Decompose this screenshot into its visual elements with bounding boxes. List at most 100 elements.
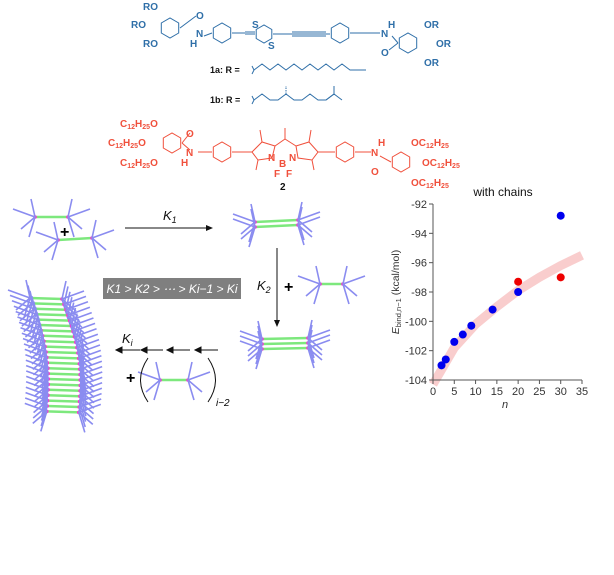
or-group: OR <box>424 58 440 69</box>
benzene-ring <box>398 32 418 54</box>
alkyl-chain <box>187 371 211 381</box>
x-tick-label: 25 <box>533 386 545 398</box>
monomer-model <box>24 393 102 433</box>
alkyl-chain <box>79 361 86 381</box>
core-rod <box>47 361 80 366</box>
stepwise-arrows <box>114 346 218 354</box>
x-tick-label: 30 <box>555 386 567 398</box>
alkyl-chain <box>11 300 35 310</box>
plus-sign: + <box>60 224 69 241</box>
y-axis-label: Ebind,n−1 (kcal/mol) <box>390 250 403 334</box>
y-tick-label: -96 <box>411 258 427 270</box>
carbonyl-o: O <box>381 48 389 59</box>
benzene-ring <box>212 22 232 44</box>
alkyl-chain <box>187 361 193 381</box>
monomer-model <box>12 198 91 238</box>
alkyl-chain <box>247 348 263 362</box>
amide-h: H <box>181 158 188 169</box>
alkyl-chain <box>67 216 75 238</box>
trend-band <box>429 251 584 387</box>
alkyl-chain <box>18 321 42 332</box>
blue-data-point <box>488 305 497 314</box>
alkyl-chain <box>72 313 78 332</box>
monomer-model <box>35 219 115 261</box>
alkyl-chain <box>67 208 91 218</box>
alkyl-chain <box>240 221 256 235</box>
alkyl-chain <box>78 394 84 413</box>
dodecyl-chain <box>251 65 255 75</box>
core-rod <box>43 339 76 344</box>
alkyl-chain <box>43 366 50 385</box>
alkyl-chain <box>153 379 161 401</box>
bond <box>255 159 259 171</box>
alkyl-chain <box>239 340 263 350</box>
alkyl-chain <box>239 335 263 345</box>
core-rod <box>29 296 63 301</box>
alkyl-chain <box>28 216 36 238</box>
boron-atom: B <box>279 159 286 170</box>
carbonyl-o: O <box>196 11 204 22</box>
fluorine-atom: F <box>274 169 280 180</box>
alkyl-chain <box>13 305 37 315</box>
benzene-ring <box>391 151 411 173</box>
x-tick-label: 10 <box>469 386 481 398</box>
x-tick-label: 15 <box>491 386 503 398</box>
plus-sign: + <box>284 279 293 296</box>
core-rod <box>33 307 66 312</box>
inequality-text: K1 > K2 > ⋯ > Ki−1 > Ki <box>106 282 237 296</box>
alkyl-chain <box>30 345 46 360</box>
blue-data-point <box>441 355 450 364</box>
carbonyl-o: O <box>186 129 194 140</box>
y-tick-label: -102 <box>405 346 427 358</box>
alkyl-chain <box>79 387 103 397</box>
core-rod <box>48 377 81 382</box>
alkyl-chain <box>43 360 50 380</box>
alkyl-chain <box>9 294 33 305</box>
pyrrole-ring <box>251 141 276 161</box>
left-parenthesis <box>140 357 149 403</box>
alkyl-chain <box>67 198 73 218</box>
alkyl-chain <box>78 406 86 428</box>
alkyl-chain <box>187 379 195 401</box>
alkyl-chain <box>342 265 348 285</box>
alkyl-chain <box>42 382 49 401</box>
alkyl-chain <box>78 406 94 420</box>
bond <box>388 42 399 51</box>
benzene-ring <box>160 17 180 39</box>
compound-2-bonds <box>162 128 411 173</box>
alkyl-chain <box>307 324 313 344</box>
alkyl-chain <box>61 280 67 300</box>
alkyl-chain <box>297 206 303 226</box>
core-rod <box>35 312 68 317</box>
amide-h: H <box>378 138 385 149</box>
x-axis-label: n <box>502 399 508 411</box>
benzene-ring <box>162 132 182 154</box>
alkyl-chain <box>79 356 85 375</box>
core-rod <box>37 318 70 322</box>
blue-data-point <box>467 321 476 330</box>
y-tick-label: -92 <box>411 199 427 211</box>
alkyl-chain <box>23 343 47 353</box>
bond <box>391 35 399 44</box>
dodecyloxy-group: OC12H25 <box>411 138 449 150</box>
bodipy-n: N <box>289 153 296 164</box>
alkyl-chain <box>40 411 48 432</box>
ki-label: Ki <box>122 331 134 348</box>
alkyl-chain <box>65 291 71 310</box>
compound-2-structure: C12H25OC12H25OC12H25OOC12H25OC12H25OC12H… <box>108 119 460 193</box>
alkyl-chain <box>307 347 315 369</box>
y-tick-label: -98 <box>411 287 427 299</box>
alkyl-chain <box>78 403 102 414</box>
bond <box>274 138 286 147</box>
alkyl-chain <box>250 203 256 223</box>
monomer-model <box>137 361 211 401</box>
alkyl-chain <box>79 351 85 370</box>
alkyl-chain <box>63 286 69 305</box>
bond <box>284 138 297 147</box>
bond <box>181 142 191 151</box>
alkyl-chain <box>78 412 86 433</box>
core-rod <box>46 410 79 414</box>
alkyl-chain <box>77 334 83 354</box>
compound-1-bonds <box>160 15 418 54</box>
arrowhead <box>206 225 213 231</box>
